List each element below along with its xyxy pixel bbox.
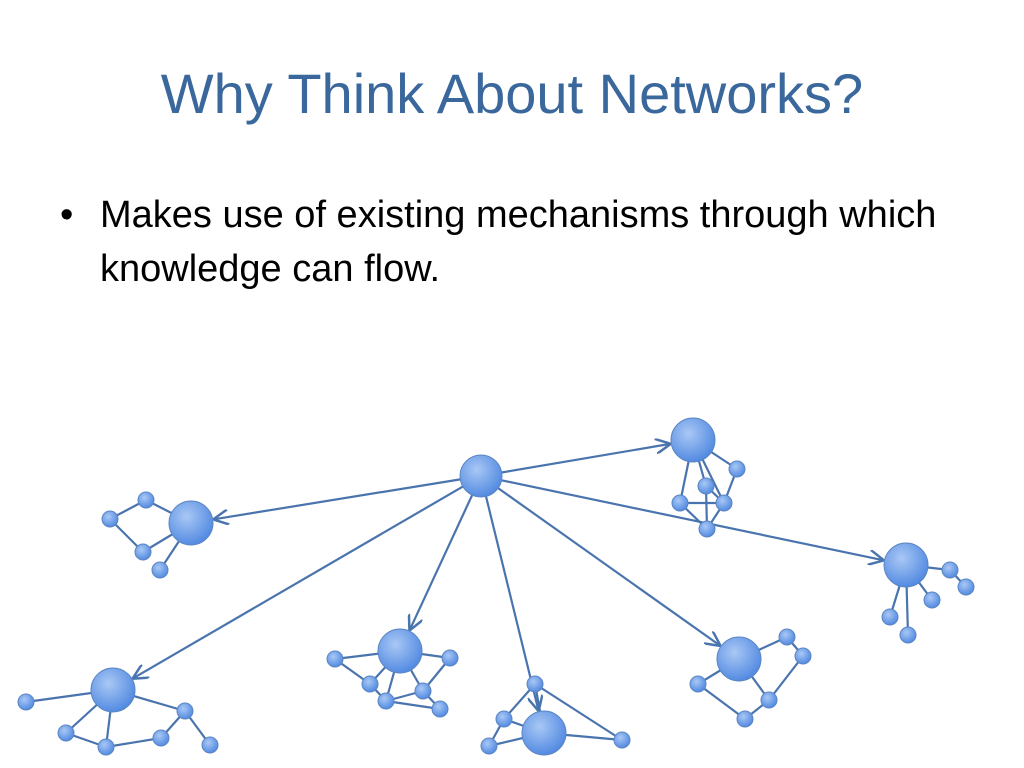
leaf-node bbox=[697, 477, 715, 495]
leaf-node bbox=[137, 491, 155, 509]
link-edge bbox=[697, 683, 746, 720]
leaf-node bbox=[377, 692, 395, 710]
leaf-node bbox=[17, 693, 35, 711]
leaf-node bbox=[715, 494, 733, 512]
leaf-node bbox=[728, 460, 746, 478]
leaf-node bbox=[176, 702, 194, 720]
leaf-node bbox=[361, 675, 379, 693]
arrow-edge bbox=[497, 487, 719, 645]
bullet-marker: • bbox=[60, 194, 74, 236]
leaf-node bbox=[957, 578, 975, 596]
leaf-node bbox=[57, 724, 75, 742]
arrow-edge bbox=[134, 485, 464, 678]
leaf-node bbox=[326, 650, 344, 668]
link-edge bbox=[768, 655, 804, 701]
link-edge bbox=[385, 699, 441, 711]
cluster-node bbox=[377, 628, 423, 674]
leaf-node bbox=[760, 691, 778, 709]
bullet-item: • Makes use of existing mechanisms throu… bbox=[60, 188, 960, 296]
arrow-edge bbox=[501, 479, 883, 560]
leaf-node bbox=[134, 543, 152, 561]
leaf-node bbox=[736, 710, 754, 728]
cluster-node bbox=[459, 454, 503, 498]
leaf-node bbox=[778, 628, 796, 646]
cluster-node bbox=[716, 636, 762, 682]
leaf-node bbox=[941, 561, 959, 579]
leaf-node bbox=[794, 647, 812, 665]
network-diagram bbox=[17, 417, 975, 756]
cluster-node bbox=[521, 710, 567, 756]
arrow-edge bbox=[410, 494, 474, 629]
arrow-edge bbox=[484, 496, 538, 709]
cluster-node bbox=[883, 542, 929, 588]
bullet-list: • Makes use of existing mechanisms throu… bbox=[60, 188, 960, 296]
cluster-node bbox=[168, 500, 214, 546]
slide-title: Why Think About Networks? bbox=[160, 62, 864, 125]
leaf-node bbox=[495, 710, 513, 728]
leaf-node bbox=[881, 608, 899, 626]
arrow-edge bbox=[215, 478, 461, 519]
leaf-node bbox=[923, 591, 941, 609]
arrow-edge bbox=[501, 444, 670, 474]
leaf-node bbox=[151, 561, 169, 579]
cluster-node bbox=[90, 667, 136, 713]
leaf-node bbox=[431, 700, 449, 718]
leaf-node bbox=[101, 510, 119, 528]
leaf-node bbox=[97, 738, 115, 756]
leaf-node bbox=[698, 520, 716, 538]
leaf-node bbox=[689, 675, 707, 693]
leaf-node bbox=[441, 649, 459, 667]
leaf-node bbox=[899, 626, 917, 644]
leaf-node bbox=[671, 494, 689, 512]
leaf-node bbox=[526, 675, 544, 693]
link-edge bbox=[105, 736, 162, 749]
leaf-node bbox=[613, 731, 631, 749]
bullet-text: Makes use of existing mechanisms through… bbox=[100, 194, 937, 290]
leaf-node bbox=[480, 737, 498, 755]
leaf-node bbox=[201, 736, 219, 754]
leaf-node bbox=[152, 729, 170, 747]
cluster-node bbox=[670, 417, 716, 463]
leaf-node bbox=[414, 682, 432, 700]
link-edge bbox=[534, 683, 623, 741]
